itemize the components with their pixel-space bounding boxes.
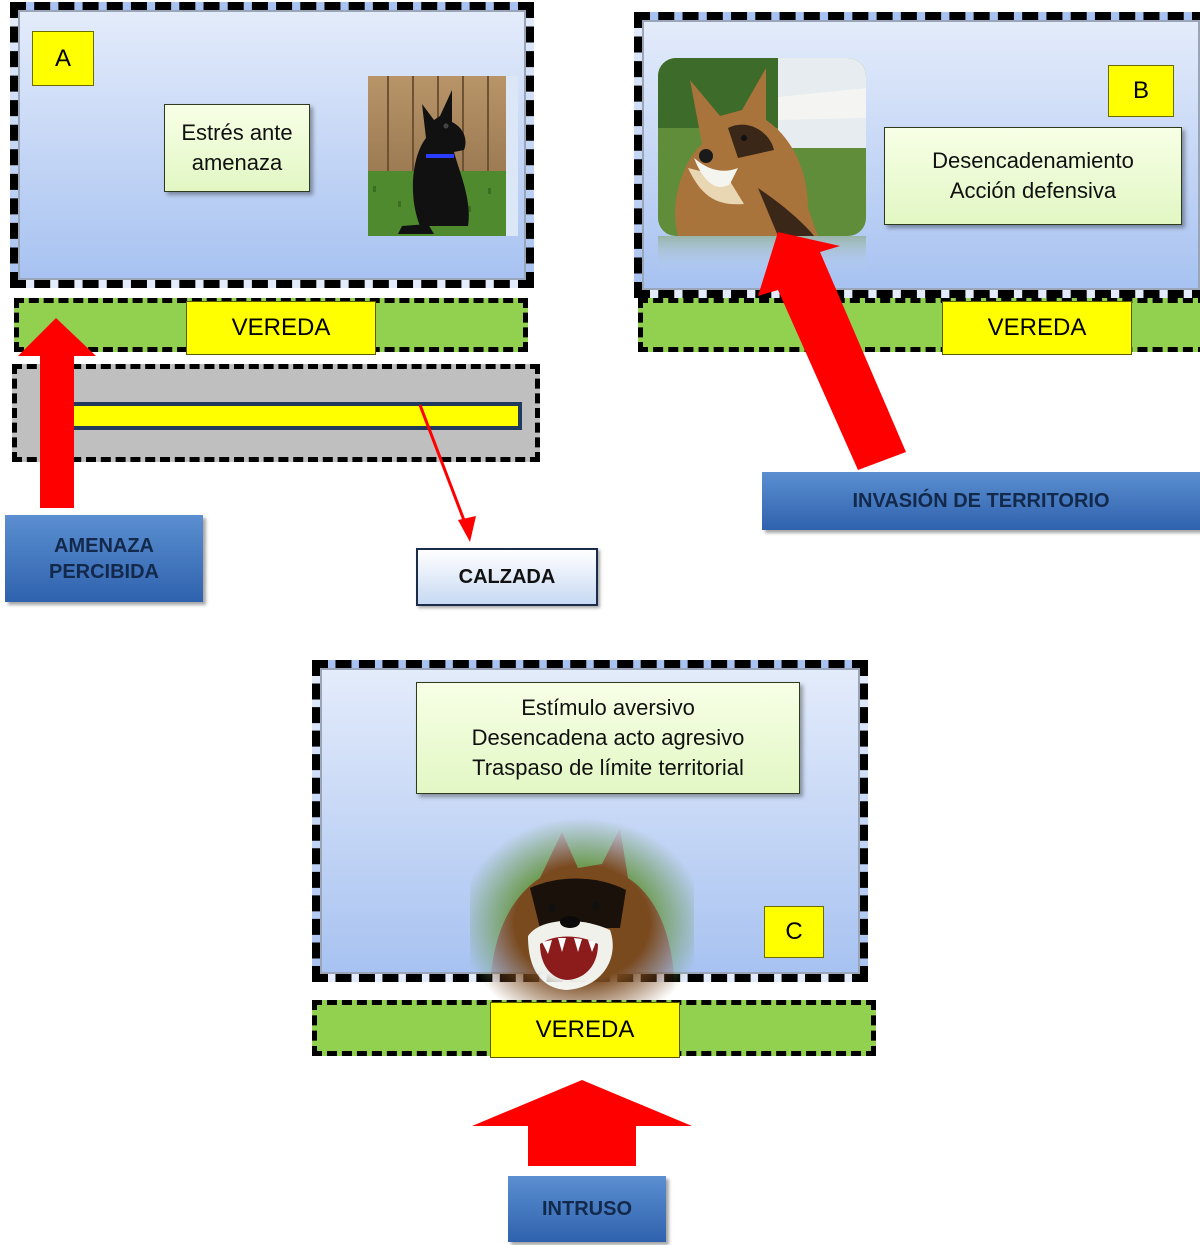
intruso-tag: INTRUSO	[508, 1176, 666, 1242]
note-line: Estrés ante	[181, 120, 293, 146]
invasion-territorio-tag: INVASIÓN DE TERRITORIO	[762, 472, 1200, 530]
note-line: Acción defensiva	[949, 178, 1117, 203]
dog-photo-b	[658, 58, 866, 272]
arrow-calzada-head	[458, 516, 476, 542]
tag-line: AMENAZA	[54, 534, 154, 557]
vereda-label-b: VEREDA	[942, 301, 1132, 355]
calzada-tag: CALZADA	[416, 548, 598, 606]
note-line: Traspaso de límite territorial	[472, 754, 744, 780]
panel-letter-c: C	[764, 906, 824, 958]
tag-line: PERCIBIDA	[48, 560, 159, 583]
note-desencadenamiento: Desencadenamiento Acción defensiva	[884, 127, 1182, 225]
note-estres: Estrés ante amenaza	[164, 104, 310, 192]
note-line: Desencadena acto agresivo	[471, 725, 745, 751]
note-line: Estímulo aversivo	[521, 695, 695, 721]
road-lane-marking	[64, 402, 522, 430]
note-line: Desencadenamiento	[932, 148, 1134, 174]
vereda-label-a: VEREDA	[186, 301, 376, 355]
panel-letter-b: B	[1108, 65, 1174, 117]
note-line: amenaza	[191, 150, 283, 175]
panel-letter-a: A	[32, 31, 94, 86]
vereda-label-c: VEREDA	[490, 1002, 680, 1058]
dog-photo-a	[368, 76, 518, 236]
note-estimulo: Estímulo aversivo Desencadena acto agres…	[416, 682, 800, 794]
arrow-intruso-up	[472, 1080, 692, 1166]
dog-photo-c	[470, 818, 694, 1008]
amenaza-percibida-tag: AMENAZA PERCIBIDA	[5, 515, 203, 602]
